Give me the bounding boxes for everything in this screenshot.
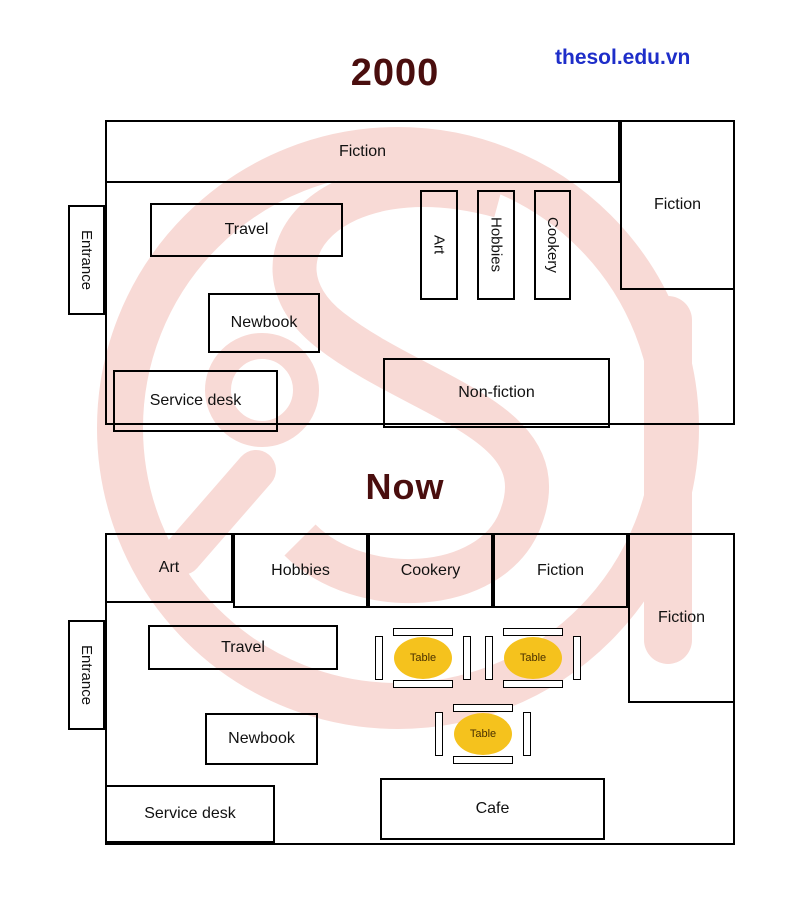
room-travel-2000: Travel	[150, 203, 343, 257]
room-art-2000: Art	[420, 190, 458, 300]
bench	[503, 628, 563, 636]
bench	[573, 636, 581, 680]
room-label: Service desk	[144, 805, 236, 822]
room-non-fiction-2000: Non-fiction	[383, 358, 610, 428]
room-cookery-now: Cookery	[368, 533, 493, 608]
room-service-desk-now: Service desk	[105, 785, 275, 843]
room-travel-now: Travel	[148, 625, 338, 670]
room-label: Fiction	[338, 142, 387, 160]
bench	[393, 628, 453, 636]
bench	[503, 680, 563, 688]
room-cookery-2000: Cookery	[534, 190, 571, 300]
room-label: Entrance	[78, 644, 95, 706]
room-label: Service desk	[149, 392, 242, 409]
room-label: Newbook	[228, 730, 295, 747]
room-label: Cookery	[544, 217, 561, 273]
plan-now-title: Now	[365, 466, 445, 507]
bench	[523, 712, 531, 756]
table-label: Table	[409, 652, 437, 664]
cafe-table: Table	[504, 637, 562, 679]
room-label: Art	[158, 559, 180, 576]
cafe-table: Table	[394, 637, 452, 679]
room-entrance-now: Entrance	[68, 620, 105, 730]
room-fiction-right-now: Fiction	[628, 533, 735, 703]
room-entrance-2000: Entrance	[68, 205, 105, 315]
room-label: Travel	[221, 638, 265, 656]
room-hobbies-now: Hobbies	[233, 533, 368, 608]
room-label: Travel	[224, 221, 269, 238]
room-label: Art	[430, 235, 448, 255]
room-label: Cafe	[475, 800, 510, 817]
room-label: Hobbies	[271, 561, 330, 579]
room-hobbies-2000: Hobbies	[477, 190, 515, 300]
room-fiction-top-2000: Fiction	[105, 120, 620, 183]
plan-2000-title: 2000	[350, 52, 440, 94]
table-label: Table	[519, 652, 547, 664]
room-label: Newbook	[230, 314, 298, 331]
room-newbook-now: Newbook	[205, 713, 318, 765]
room-label: Fiction	[536, 561, 585, 579]
room-label: Fiction	[653, 196, 702, 213]
room-art-now: Art	[105, 533, 233, 603]
room-cafe-now: Cafe	[380, 778, 605, 840]
bench	[435, 712, 443, 756]
room-newbook-2000: Newbook	[208, 293, 320, 353]
cafe-table: Table	[454, 713, 512, 755]
room-fiction-top-now: Fiction	[493, 533, 628, 608]
bench	[453, 704, 513, 712]
brand-watermark-text: thesol.edu.vn	[555, 46, 691, 69]
room-service-desk-2000: Service desk	[113, 370, 278, 432]
room-label: Fiction	[657, 609, 706, 626]
room-label: Non-fiction	[458, 384, 535, 401]
room-label: Cookery	[400, 561, 461, 579]
table-label: Table	[469, 728, 497, 740]
bench	[463, 636, 471, 680]
room-label: Entrance	[78, 229, 95, 291]
bench	[393, 680, 453, 688]
bench	[375, 636, 383, 680]
room-fiction-right-2000: Fiction	[620, 120, 735, 290]
bench	[485, 636, 493, 680]
room-label: Hobbies	[487, 217, 505, 273]
bench	[453, 756, 513, 764]
